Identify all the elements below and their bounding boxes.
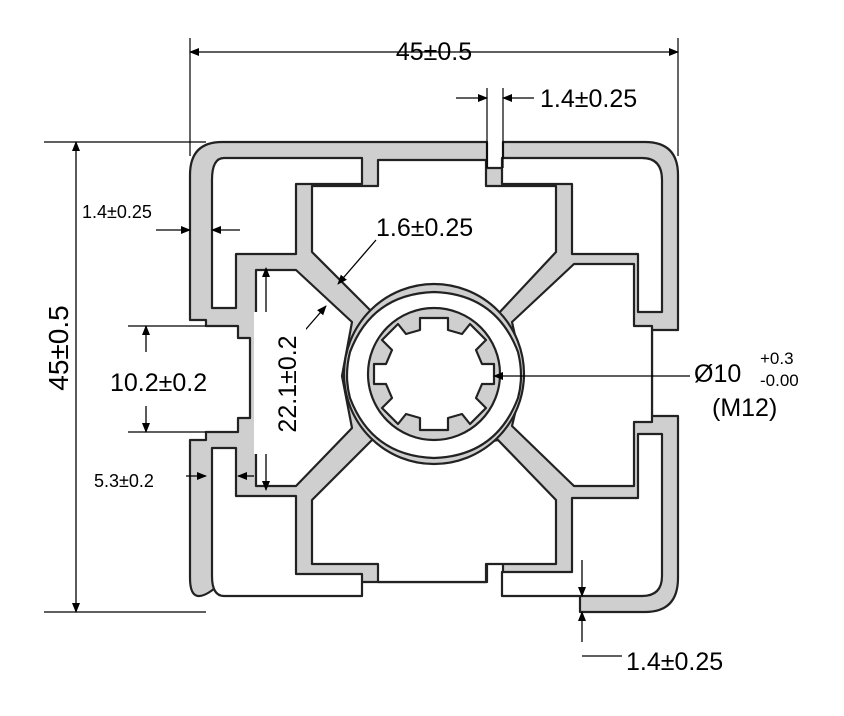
bore-label: Ø10: [694, 360, 741, 388]
wall-top-label: 1.4±0.25: [540, 85, 637, 113]
channel-bottom-right: [500, 432, 664, 598]
wall-left-label: 1.4±0.25: [82, 202, 152, 222]
dim-slot-width: 10.2±0.2: [110, 325, 207, 433]
dim-width: 45±0.5: [189, 38, 679, 156]
dim-inner-span: 22.1±0.2: [254, 267, 306, 491]
bore-tol-upper: +0.3: [760, 349, 794, 368]
height-label: 45±0.5: [43, 305, 74, 390]
center-bore: [372, 316, 496, 432]
lip-depth-label: 5.3±0.2: [94, 471, 154, 491]
channel-top-right: [500, 156, 664, 314]
dim-wall-left: 1.4±0.25: [82, 202, 240, 234]
bore-tol-lower: -0.00: [760, 371, 799, 390]
dim-wall-top: 1.4±0.25: [456, 85, 637, 168]
dim-lip-depth: 5.3±0.2: [94, 471, 254, 491]
web-label: 1.6±0.25: [376, 214, 473, 242]
thread-label: (M12): [712, 394, 777, 422]
wall-bottom-label: 1.4±0.25: [626, 648, 723, 676]
dim-web: 1.6±0.25: [299, 214, 473, 337]
channel-top-left: [210, 156, 364, 310]
dim-wall-bottom: 1.4±0.25: [578, 560, 723, 676]
width-label: 45±0.5: [396, 38, 472, 66]
inner-span-label: 22.1±0.2: [274, 335, 302, 432]
slot-width-label: 10.2±0.2: [110, 369, 207, 397]
dim-height: 45±0.5: [43, 141, 206, 613]
dim-bore: Ø10 +0.3 -0.00 (M12): [493, 349, 799, 422]
channel-bottom-left: [210, 446, 364, 598]
